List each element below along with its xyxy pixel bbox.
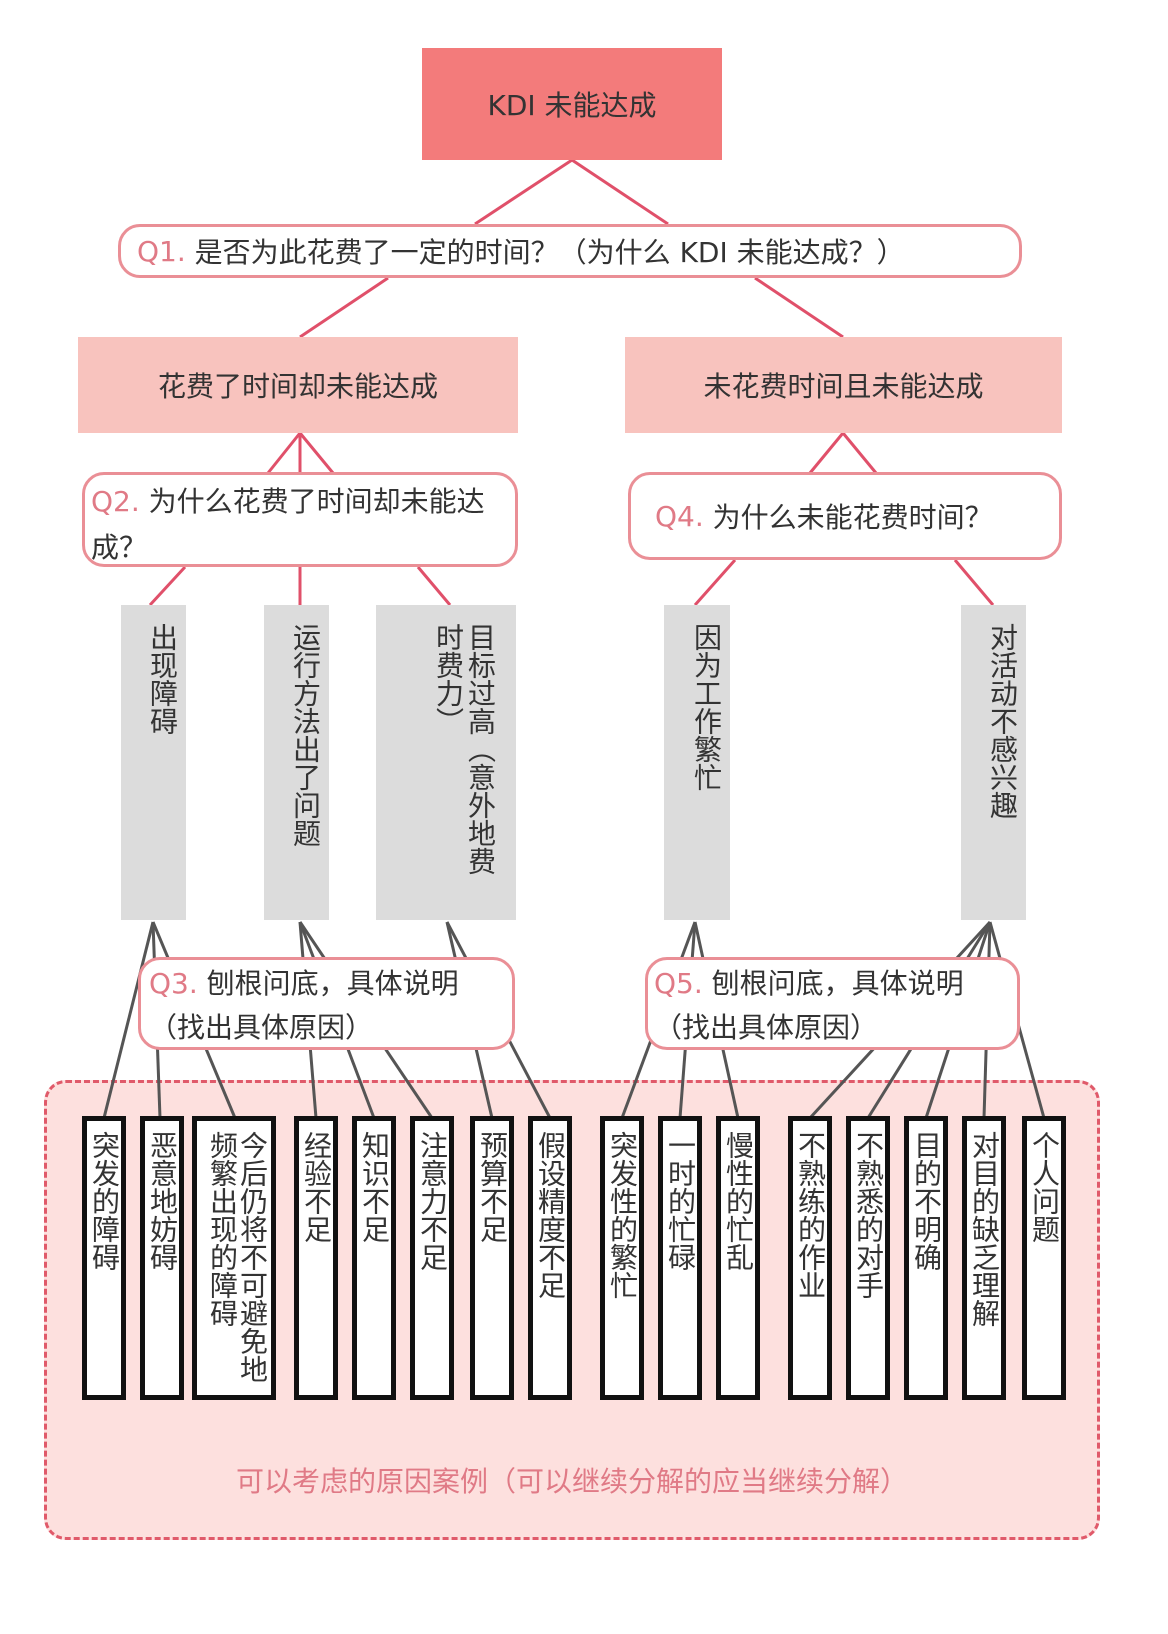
q1-text: 是否为此花费了一定的时间？（为什么 KDI 未能达成？） (194, 236, 905, 269)
cause-box: 个人问题 (1022, 1116, 1066, 1400)
cause-box: 不熟练的作业 (788, 1116, 832, 1400)
cause-text: 一时的忙碌 (664, 1131, 697, 1271)
red-connectors (148, 158, 995, 607)
cause-box: 恶意地妨碍 (140, 1116, 184, 1400)
q1-question-box: Q1. 是否为此花费了一定的时间？（为什么 KDI 未能达成？） (118, 224, 1022, 278)
reason-text: 因为工作繁忙 (690, 623, 723, 791)
cause-text: 不熟悉的对手 (852, 1131, 885, 1299)
cause-box: 知识不足 (352, 1116, 396, 1400)
cause-box: 今后仍将不可避免地频繁出现的障碍 (192, 1116, 276, 1400)
cause-text: 慢性的忙乱 (722, 1131, 755, 1271)
cause-text: 个人问题 (1028, 1131, 1061, 1243)
cause-box: 一时的忙碌 (658, 1116, 702, 1400)
q3-question-box: Q3. 刨根问底，具体说明 （找出具体原因） (138, 957, 515, 1050)
cause-box: 经验不足 (294, 1116, 338, 1400)
q4-label: Q4. (655, 499, 704, 533)
cause-text: 今后仍将不可避免地频繁出现的障碍 (206, 1131, 269, 1383)
cause-text: 对目的缺乏理解 (968, 1131, 1001, 1327)
reason-goal-too-high: 目标过高（意外地费时费力） (376, 605, 516, 920)
reason-method: 运行方法出了问题 (264, 605, 329, 920)
q5-text: 刨根问底，具体说明 (711, 967, 964, 1000)
q5-question-box: Q5. 刨根问底，具体说明 （找出具体原因） (645, 957, 1020, 1050)
branch-no-time: 未花费时间且未能达成 (625, 337, 1062, 433)
q5-label: Q5. (654, 967, 703, 1000)
reason-text: 目标过高（意外地费时费力） (432, 623, 497, 875)
reason-obstacle: 出现障碍 (121, 605, 186, 920)
q2-label: Q2. (91, 485, 140, 518)
q4-text: 为什么未能花费时间？ (712, 501, 993, 534)
cause-box: 目的不明确 (904, 1116, 948, 1400)
reason-text: 出现障碍 (146, 623, 179, 735)
q3-label: Q3. (149, 967, 198, 1000)
q5-subtext: （找出具体原因） (654, 1011, 879, 1044)
q1-label: Q1. (137, 234, 186, 268)
cause-text: 突发的障碍 (88, 1131, 121, 1271)
branch-spent-time: 花费了时间却未能达成 (78, 337, 518, 433)
reason-busy: 因为工作繁忙 (664, 605, 730, 920)
cause-text: 预算不足 (476, 1131, 509, 1243)
cause-box: 突发性的繁忙 (600, 1116, 644, 1400)
cause-text: 知识不足 (358, 1131, 391, 1243)
q3-text: 刨根问底，具体说明 (206, 967, 459, 1000)
branch-right-text: 未花费时间且未能达成 (703, 370, 984, 403)
cause-box: 不熟悉的对手 (846, 1116, 890, 1400)
q4-question-box: Q4. 为什么未能花费时间？ (628, 472, 1062, 560)
cause-box: 对目的缺乏理解 (962, 1116, 1006, 1400)
reason-text: 对活动不感兴趣 (986, 623, 1019, 819)
branch-left-text: 花费了时间却未能达成 (157, 370, 438, 403)
cause-text: 经验不足 (300, 1131, 333, 1243)
cause-text: 突发性的繁忙 (606, 1131, 639, 1299)
cause-text: 不熟练的作业 (794, 1131, 827, 1299)
cause-box: 注意力不足 (410, 1116, 454, 1400)
q2-question-box: Q2. 为什么花费了时间却未能达成？ (82, 472, 518, 567)
reason-no-interest: 对活动不感兴趣 (961, 605, 1026, 920)
root-problem-box: KDI 未能达成 (422, 48, 722, 160)
cause-examples-caption: 可以考虑的原因案例（可以继续分解的应当继续分解） (235, 1465, 908, 1498)
reason-text: 运行方法出了问题 (289, 623, 322, 847)
cause-box: 假设精度不足 (528, 1116, 572, 1400)
cause-text: 注意力不足 (416, 1131, 449, 1271)
cause-box: 突发的障碍 (82, 1116, 126, 1400)
cause-box: 预算不足 (470, 1116, 514, 1400)
cause-text: 恶意地妨碍 (146, 1131, 179, 1271)
cause-text: 假设精度不足 (534, 1131, 567, 1299)
q3-subtext: （找出具体原因） (149, 1011, 374, 1044)
cause-box: 慢性的忙乱 (716, 1116, 760, 1400)
cause-text: 目的不明确 (910, 1131, 943, 1271)
q2-text: 为什么花费了时间却未能达成？ (91, 485, 485, 564)
root-problem-text: KDI 未能达成 (487, 89, 657, 122)
